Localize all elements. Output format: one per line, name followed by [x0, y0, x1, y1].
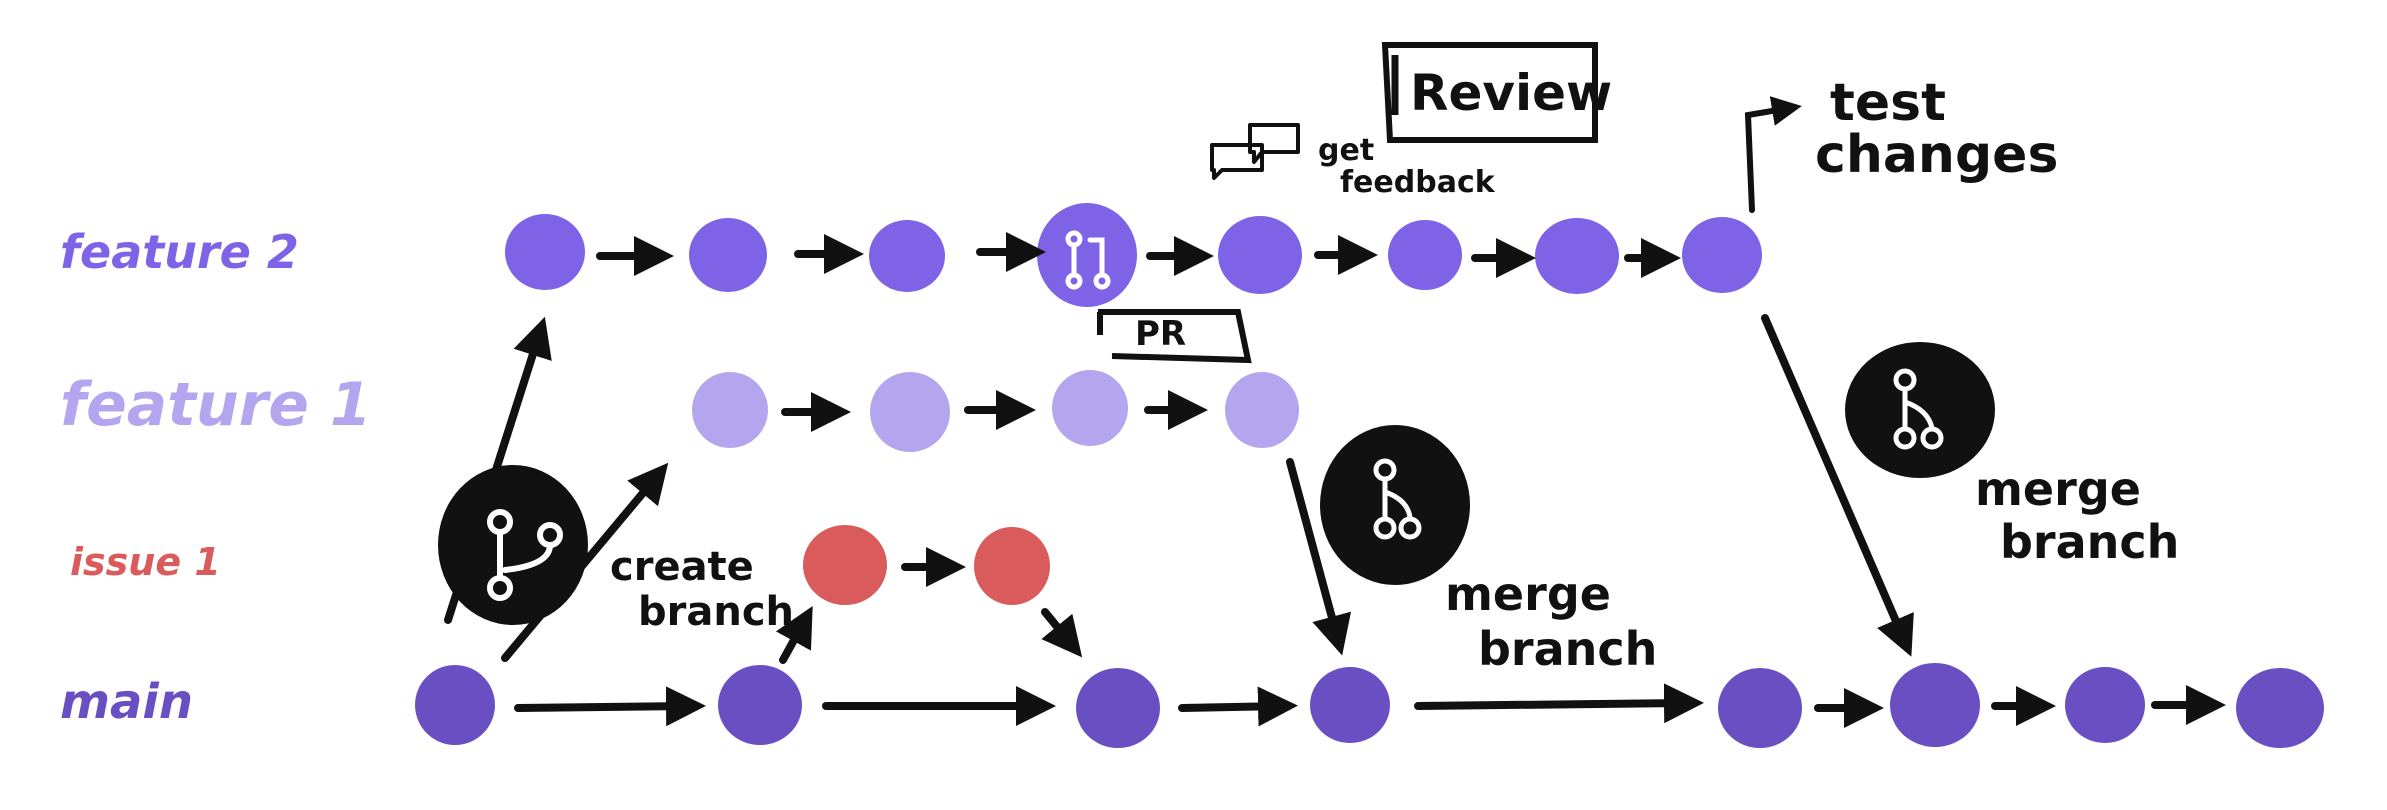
commit-node	[1076, 668, 1160, 748]
merge-branch-2-line-2: branch	[2000, 515, 2179, 569]
commit-node-pr	[1037, 203, 1137, 307]
review-box	[1381, 42, 1598, 143]
commit-node	[692, 372, 768, 448]
commit-node	[689, 218, 767, 292]
commit-node	[1535, 218, 1619, 294]
pr-callout: PR	[1097, 309, 1252, 364]
git-branch-icon	[487, 509, 563, 601]
merge-badge-feature-1	[1320, 425, 1470, 585]
lane-label-main: main	[60, 674, 193, 730]
review-label: Review	[1410, 64, 1612, 122]
get-feedback-line-1: get	[1318, 133, 1374, 168]
lane-label-feature-2: feature 2	[60, 225, 299, 279]
commit-node	[1718, 668, 1802, 748]
commit-node	[974, 527, 1050, 605]
pr-bracket	[1098, 309, 1252, 364]
feature-1-commits	[692, 370, 1299, 452]
test-changes-line-2: changes	[1815, 125, 2058, 185]
chat-bubbles-icon	[1210, 123, 1300, 180]
test-changes-line-1: test	[1830, 73, 1946, 133]
test-changes-arrow	[1744, 96, 1802, 213]
commit-node	[718, 665, 802, 745]
commit-node	[870, 372, 950, 452]
pr-label: PR	[1135, 314, 1186, 354]
git-merge-icon	[1893, 368, 1944, 450]
commit-node	[1310, 667, 1390, 743]
commit-node	[415, 665, 495, 745]
commit-node	[1052, 370, 1128, 446]
commit-node	[1682, 217, 1762, 293]
git-merge-icon	[1373, 458, 1422, 540]
commit-node	[2065, 667, 2145, 743]
commit-node	[1218, 216, 1302, 294]
merge-branch-1-line-2: branch	[1478, 622, 1657, 676]
commit-node	[869, 220, 945, 292]
main-arrows	[514, 683, 2226, 728]
pull-request-commit	[1037, 203, 1137, 307]
commit-node	[1225, 372, 1299, 448]
commit-node	[803, 525, 887, 605]
issue-1-commits	[803, 525, 1050, 605]
merge-branch-1-line-1: merge	[1445, 567, 1611, 621]
badge-circle	[1320, 425, 1470, 585]
commit-node	[1890, 663, 1980, 747]
create-branch-line-2: branch	[638, 589, 794, 635]
lane-label-feature-1: feature 1	[60, 370, 372, 440]
review-callout: Review	[1381, 42, 1612, 143]
main-commits	[415, 663, 2324, 748]
feature-2-arrows	[596, 232, 1681, 278]
lane-label-issue-1: issue 1	[70, 540, 221, 584]
feature-1-arrows	[781, 390, 1208, 432]
badge-circle	[438, 465, 588, 625]
commit-node	[505, 214, 585, 290]
commit-node	[1388, 220, 1462, 290]
git-pull-request-icon	[1065, 230, 1111, 290]
get-feedback-line-2: feedback	[1340, 165, 1496, 200]
commit-node	[2236, 668, 2324, 748]
merge-branch-2-line-1: merge	[1975, 462, 2141, 516]
merge-badge-feature-2	[1845, 342, 1995, 478]
issue-1-arrows	[775, 547, 1083, 664]
create-branch-badge	[438, 465, 588, 625]
create-branch-line-1: create	[610, 544, 754, 590]
feature-2-commits	[505, 214, 1762, 294]
